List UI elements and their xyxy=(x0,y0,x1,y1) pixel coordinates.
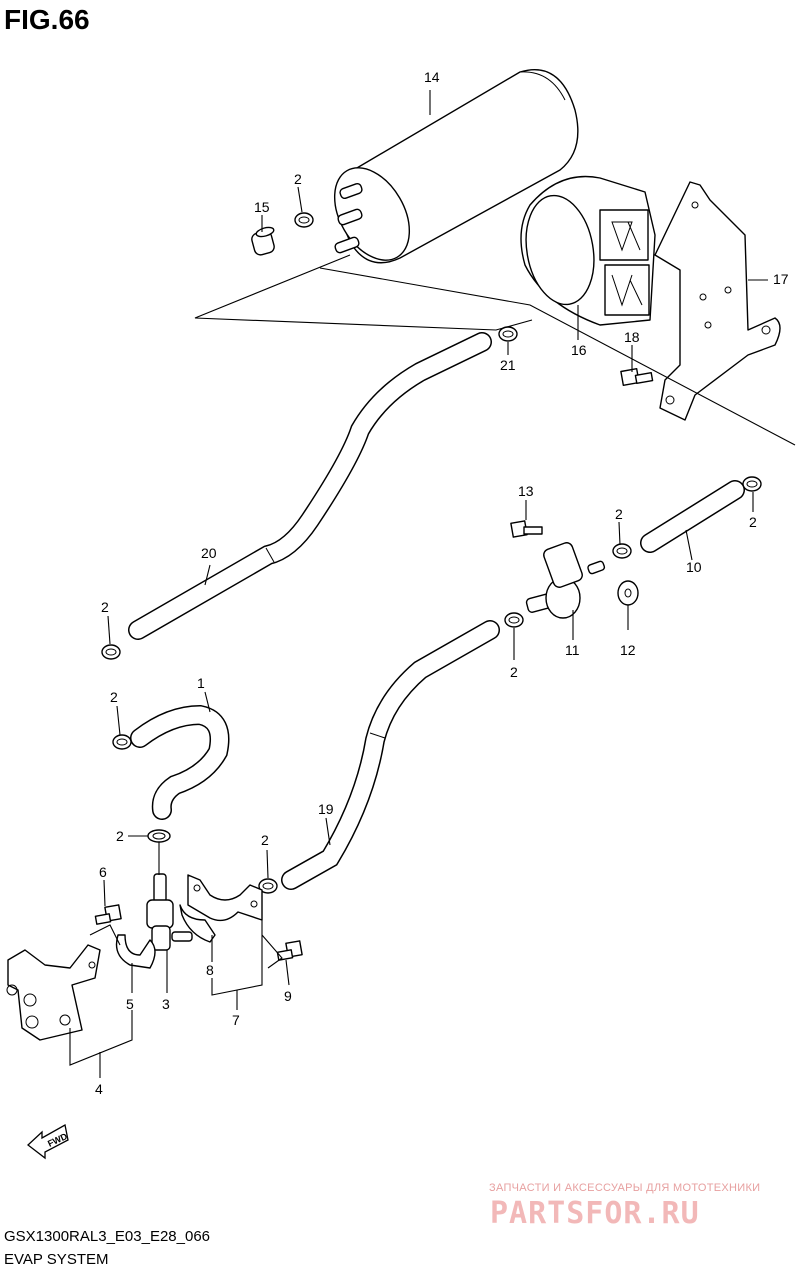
bracket-4 xyxy=(6,944,101,1041)
hose-19 xyxy=(281,620,500,890)
callout-2-valve-right: 2 xyxy=(615,506,623,522)
callout-21: 21 xyxy=(500,357,516,373)
hose-10 xyxy=(640,480,745,553)
canister-holder-16 xyxy=(520,175,656,326)
clamp-hose19 xyxy=(258,878,278,894)
callout-9: 9 xyxy=(284,988,292,1004)
callout-12: 12 xyxy=(620,642,636,658)
callout-7: 7 xyxy=(232,1012,240,1028)
diagram-name: EVAP SYSTEM xyxy=(4,1251,109,1268)
callout-2-hose19: 2 xyxy=(261,832,269,848)
washer-12 xyxy=(617,580,639,606)
clamp-valve3 xyxy=(147,829,171,843)
callout-17: 17 xyxy=(773,271,789,287)
hose-20 xyxy=(128,332,492,640)
clamp-hose20 xyxy=(101,644,121,660)
callout-10: 10 xyxy=(686,559,702,575)
callout-labels: 14 2 15 16 17 18 21 13 2 2 10 11 12 2 20… xyxy=(95,69,789,1097)
bolt-9 xyxy=(276,940,303,961)
canister-14 xyxy=(333,68,579,264)
callout-18: 18 xyxy=(624,329,640,345)
callout-1: 1 xyxy=(197,675,205,691)
clamp-21 xyxy=(498,326,518,342)
figure-title: FIG.66 xyxy=(4,4,90,35)
callout-8: 8 xyxy=(206,962,214,978)
callout-4: 4 xyxy=(95,1081,103,1097)
clamp-valve-left xyxy=(504,612,524,628)
clamp-hose1 xyxy=(112,734,132,750)
diagram-code: GSX1300RAL3_E03_E28_066 xyxy=(4,1228,211,1245)
callout-2-hose10: 2 xyxy=(749,514,757,530)
bolt-13 xyxy=(510,520,543,538)
callout-3: 3 xyxy=(162,996,170,1012)
fwd-arrow-icon: FWD xyxy=(26,1123,69,1160)
callout-13: 13 xyxy=(518,483,534,499)
clamp-top xyxy=(294,212,314,228)
bolt-6 xyxy=(94,904,122,925)
clamp-right-upper xyxy=(742,476,762,492)
callout-6: 6 xyxy=(99,864,107,880)
bolt-18 xyxy=(620,368,654,386)
bracket-17 xyxy=(654,181,781,421)
callout-2-valve-left: 2 xyxy=(510,664,518,680)
hose-1 xyxy=(130,704,230,820)
callout-2-hose1: 2 xyxy=(110,689,118,705)
leader-lines xyxy=(69,90,796,1078)
callout-11: 11 xyxy=(565,642,580,658)
bracket-clamp-5 xyxy=(115,934,156,969)
callout-20: 20 xyxy=(201,545,217,561)
cap-15 xyxy=(251,226,275,256)
callout-2-valve3: 2 xyxy=(116,828,124,844)
callout-16: 16 xyxy=(571,342,587,358)
callout-5: 5 xyxy=(126,996,134,1012)
callout-15: 15 xyxy=(254,199,270,215)
bracket-7 xyxy=(187,874,263,922)
callout-14: 14 xyxy=(424,69,440,85)
watermark-brand: PARTSFOR.RU xyxy=(490,1196,700,1231)
valve-3 xyxy=(146,873,193,951)
valve-11 xyxy=(525,542,606,619)
callout-2-canister: 2 xyxy=(294,171,302,187)
callout-2-hose20: 2 xyxy=(101,599,109,615)
clamp-right-mid xyxy=(612,543,632,559)
watermark-tagline: ЗАПЧАСТИ И АКСЕССУАРЫ ДЛЯ МОТОТЕХНИКИ xyxy=(489,1182,761,1194)
callout-19: 19 xyxy=(318,801,334,817)
